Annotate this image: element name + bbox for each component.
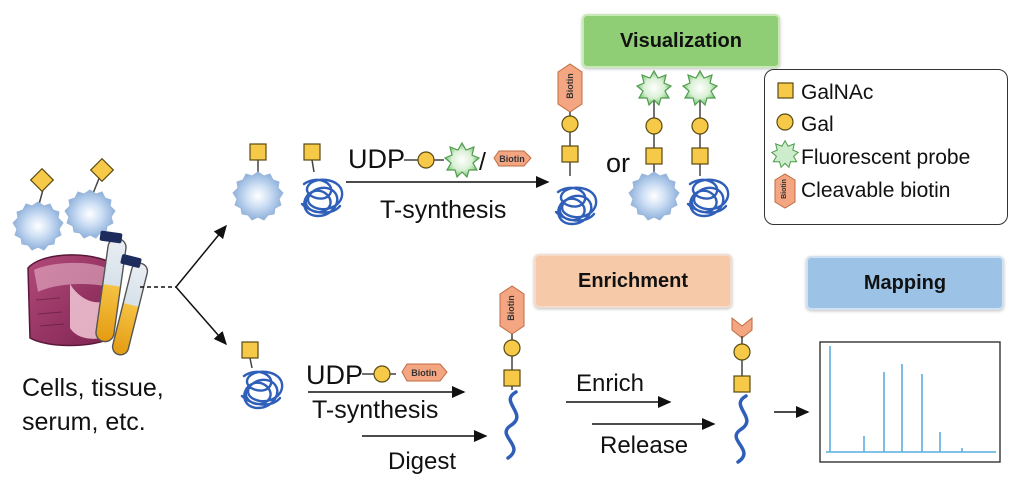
galnac-glycan-cell-2 bbox=[64, 157, 116, 239]
bottom-reagent-chain: Biotin bbox=[362, 363, 448, 383]
bottom-step-label: T-synthesis bbox=[312, 396, 439, 424]
biotin-legend-icon bbox=[774, 173, 796, 209]
peptide-biotin-tag: Biotin bbox=[506, 295, 516, 321]
product-biotin-tag: Biotin bbox=[565, 73, 575, 99]
top-input-cell bbox=[232, 143, 284, 221]
galnac-glycan-cell-1 bbox=[12, 167, 64, 251]
probe-legend-icon bbox=[771, 139, 800, 169]
biotin-labeled-protein-product: Biotin bbox=[554, 63, 598, 226]
top-input-protein bbox=[300, 143, 344, 218]
probe-labeled-protein-product bbox=[682, 70, 730, 218]
top-reagent-chain: Biotin bbox=[404, 142, 532, 178]
legend-biotin-tag: Biotin bbox=[781, 179, 788, 199]
top-reagent-slash: / bbox=[479, 148, 486, 176]
bottom-reagent-udp: UDP bbox=[306, 360, 364, 390]
top-biotin-tag: Biotin bbox=[499, 154, 525, 164]
galnac-legend-icon bbox=[777, 82, 794, 99]
release-label: Release bbox=[600, 432, 689, 459]
source-sample-illustration bbox=[12, 157, 149, 356]
blood-tube-2 bbox=[111, 254, 149, 356]
top-reagent-udp: UDP bbox=[348, 144, 406, 174]
visualization-stage-box: Visualization bbox=[582, 14, 780, 68]
legend-box: Biotin GalNAc Gal Fluorescent probe Clea… bbox=[764, 69, 1008, 225]
legend-label-probe: Fluorescent probe bbox=[801, 146, 971, 169]
source-label-line1: Cells, tissue, bbox=[22, 374, 164, 402]
blood-tube-1 bbox=[95, 230, 127, 343]
digest-label: Digest bbox=[388, 448, 457, 475]
source-label-line2: serum, etc. bbox=[22, 408, 146, 436]
legend-symbols: Biotin bbox=[771, 82, 800, 209]
top-step-label: T-synthesis bbox=[380, 196, 507, 224]
gal-legend-icon bbox=[776, 113, 794, 131]
enrichment-stage-box: Enrichment bbox=[534, 254, 732, 308]
bottom-input-protein bbox=[240, 341, 284, 410]
mapping-stage-box: Mapping bbox=[806, 256, 1004, 310]
probe-labeled-cell-product bbox=[628, 70, 680, 221]
enrich-label: Enrich bbox=[576, 370, 645, 397]
biotinylated-peptide: Biotin bbox=[499, 285, 525, 460]
legend-label-gal: Gal bbox=[801, 113, 834, 136]
legend-label-galnac: GalNAc bbox=[801, 81, 874, 104]
mass-spectrum-plot bbox=[819, 341, 1001, 463]
bottom-biotin-tag: Biotin bbox=[411, 368, 437, 378]
branch-arrow-down bbox=[175, 286, 227, 346]
branch-arrow-up bbox=[175, 224, 227, 288]
legend-label-biotin: Cleavable biotin bbox=[801, 179, 951, 202]
released-peptide bbox=[731, 316, 753, 464]
or-label: or bbox=[606, 148, 631, 178]
